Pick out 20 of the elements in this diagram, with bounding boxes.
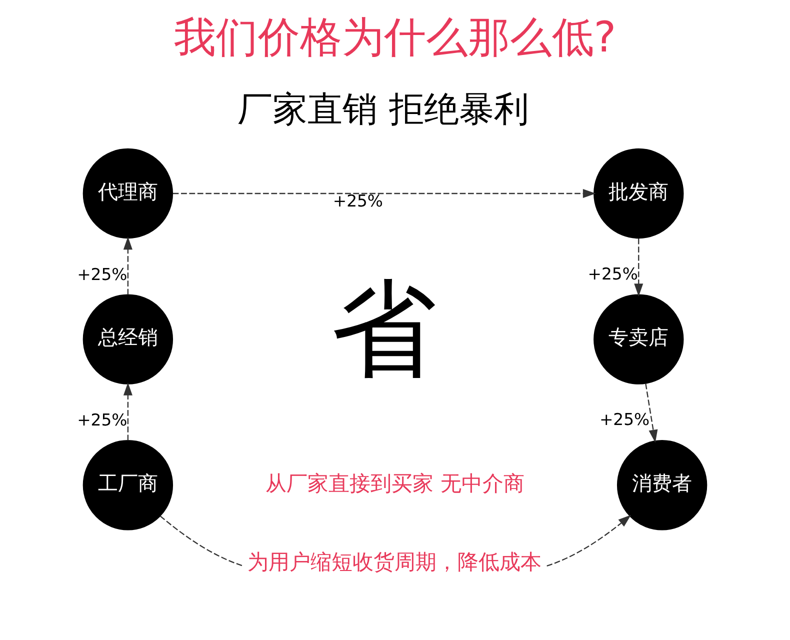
node-circle: 总经销 [82, 294, 174, 384]
arrow [123, 236, 132, 295]
arrow [123, 382, 132, 441]
edge-label: +25% [77, 410, 128, 430]
arrow [634, 238, 644, 296]
edge-label: +25% [77, 264, 128, 284]
arrow [645, 383, 658, 443]
node-circle: 工厂商 [82, 440, 174, 530]
node-circle: 批发商 [594, 148, 684, 239]
node-circle: 专卖店 [594, 294, 684, 384]
label: 厂家直销 拒绝暴利 [238, 88, 529, 130]
arrow [172, 188, 596, 198]
edge-label: 为用户缩短收货周期，降低成本 [247, 548, 542, 574]
edge-label: +25% [588, 264, 638, 284]
diagram-title: 我们价格为什么那么低? [174, 12, 616, 62]
edge-label: +25% [332, 192, 383, 211]
node-circle: 代理商 [82, 148, 174, 239]
label: 省 [330, 268, 436, 391]
label: 从厂家直接到买家 无中介商 [266, 470, 524, 496]
edge-label: +25% [599, 410, 650, 430]
